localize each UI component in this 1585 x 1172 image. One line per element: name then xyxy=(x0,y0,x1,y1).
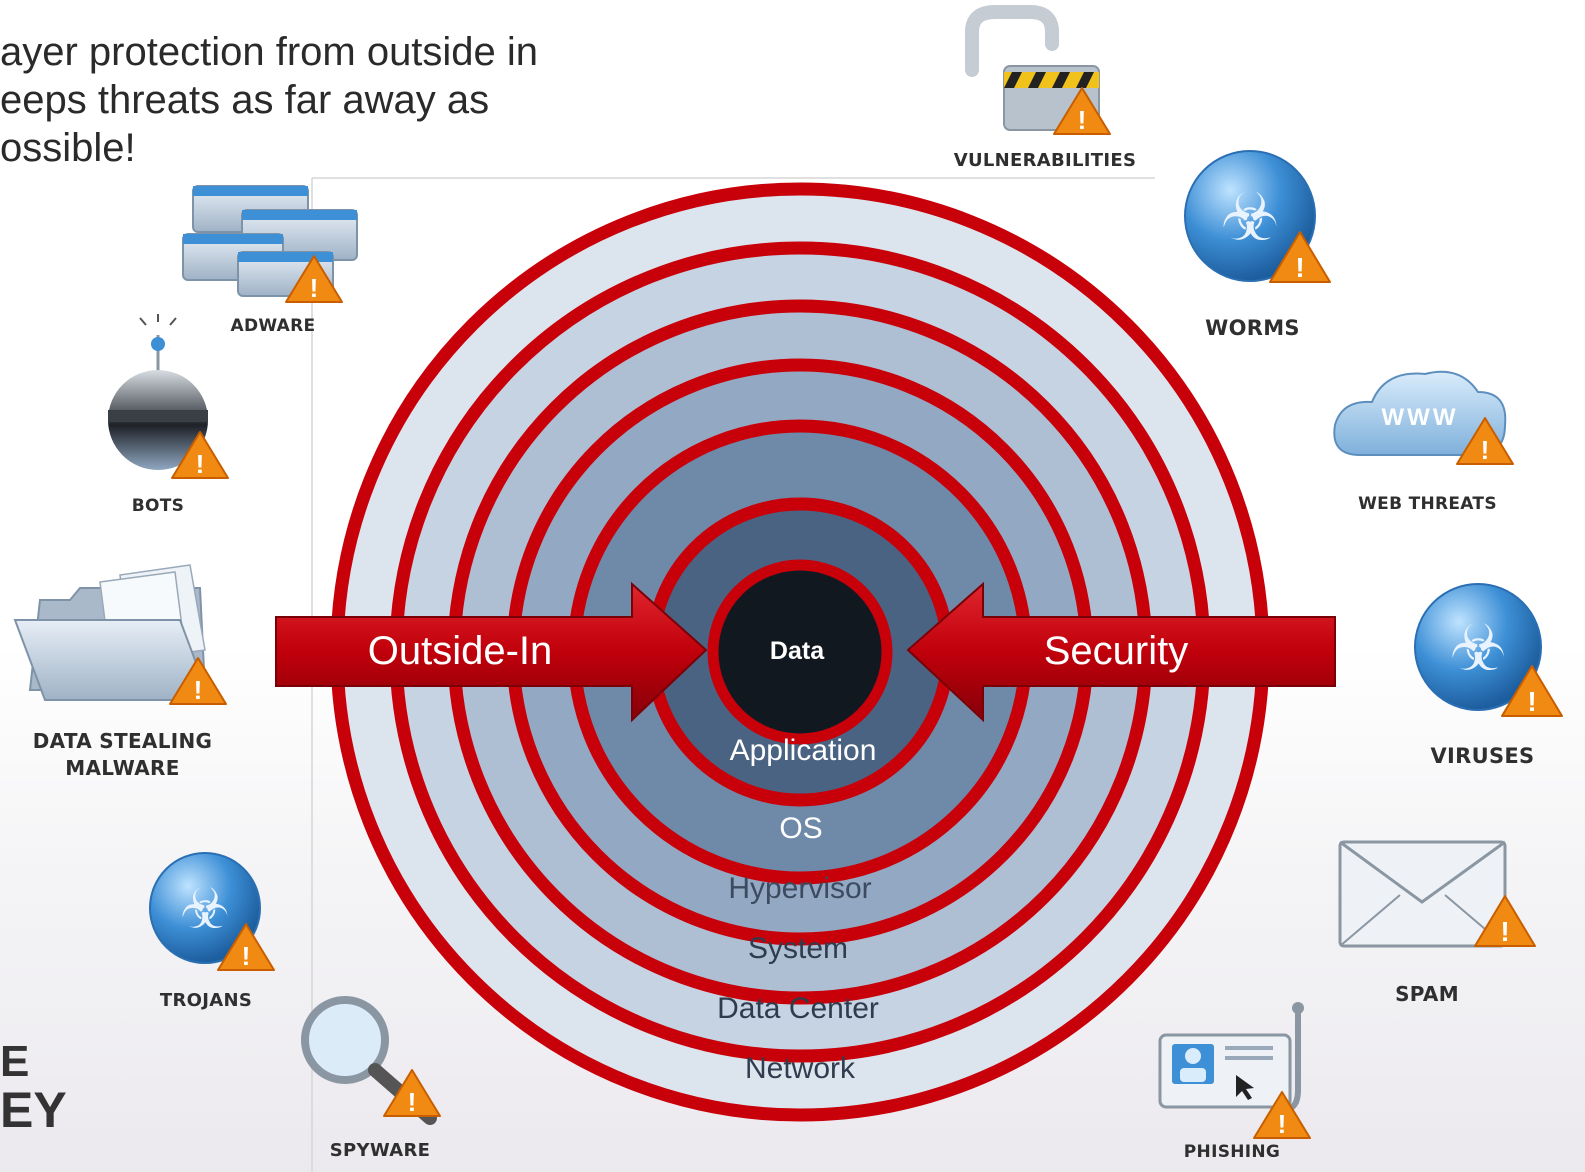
svg-text:☣: ☣ xyxy=(1449,612,1506,684)
data-stealing-warning-icon: ! xyxy=(169,657,227,705)
layer-label-data: Data xyxy=(770,637,825,665)
layer-label-data-center: Data Center xyxy=(717,992,879,1025)
arrow-label-outside-in: Outside-In xyxy=(368,629,553,673)
label-data-stealing-malware: DATA STEALING MALWARE xyxy=(20,728,225,782)
label-phishing: PHISHING xyxy=(1183,1142,1281,1162)
layer-label-system: System xyxy=(748,932,848,965)
label-data-stealing-line-2: MALWARE xyxy=(65,756,180,780)
logo-fragment-1: E xyxy=(0,1037,30,1086)
svg-text:!: ! xyxy=(242,941,251,971)
worms-warning-icon: ! xyxy=(1269,231,1331,283)
svg-text:!: ! xyxy=(1278,1109,1287,1139)
label-spyware: SPYWARE xyxy=(329,1140,431,1161)
layer-label-network: Network xyxy=(745,1052,856,1085)
svg-text:!: ! xyxy=(196,449,205,479)
svg-text:!: ! xyxy=(408,1087,417,1117)
bots-warning-icon: ! xyxy=(171,431,229,479)
viruses-icon: ☣ xyxy=(1414,583,1542,711)
layer-label-os: OS xyxy=(779,812,822,845)
layer-label-application: Application xyxy=(730,734,877,767)
arrow-outside-in: Outside-In xyxy=(275,581,708,723)
label-spam: SPAM xyxy=(1395,982,1459,1006)
svg-text:!: ! xyxy=(310,273,319,303)
svg-text:!: ! xyxy=(1295,252,1304,283)
spam-warning-icon: ! xyxy=(1474,895,1536,947)
svg-text:☣: ☣ xyxy=(1220,180,1279,254)
layer-rings xyxy=(330,182,1270,1122)
spyware-warning-icon: ! xyxy=(383,1069,441,1117)
svg-text:!: ! xyxy=(1078,105,1087,135)
label-trojans: TROJANS xyxy=(159,990,253,1011)
adware-warning-icon: ! xyxy=(285,255,343,303)
phishing-warning-icon: ! xyxy=(1253,1091,1311,1139)
svg-text:!: ! xyxy=(194,675,203,705)
spam-icon xyxy=(1338,840,1507,948)
www-label: WWW xyxy=(1382,404,1459,431)
label-viruses: VIRUSES xyxy=(1430,744,1535,768)
label-adware: ADWARE xyxy=(230,316,316,336)
logo-fragment-2: EY xyxy=(0,1082,67,1138)
adware-icon xyxy=(182,185,358,297)
svg-text:!: ! xyxy=(1481,435,1490,465)
headline: ayer protection from outside in eeps thr… xyxy=(0,28,660,172)
ring-data-core xyxy=(707,559,893,745)
web-threats-warning-icon: ! xyxy=(1456,417,1514,465)
label-bots: BOTS xyxy=(131,496,185,516)
viruses-warning-icon: ! xyxy=(1501,665,1563,717)
data-stealing-malware-icon xyxy=(13,564,212,701)
arrow-label-security: Security xyxy=(1044,629,1189,673)
layer-label-hypervisor: Hypervisor xyxy=(728,872,871,905)
svg-text:!: ! xyxy=(1527,686,1536,717)
label-web-threats: WEB THREATS xyxy=(1358,494,1497,514)
arrow-security: Security xyxy=(906,581,1336,723)
svg-text:!: ! xyxy=(1500,916,1509,947)
label-vulnerabilities: VULNERABILITIES xyxy=(953,150,1137,171)
web-threats-icon: WWW xyxy=(1333,370,1507,456)
label-data-stealing-line-1: DATA STEALING xyxy=(32,729,213,753)
headline-line-3: ossible! xyxy=(0,126,136,170)
label-worms: WORMS xyxy=(1205,316,1300,340)
worms-icon: ☣ xyxy=(1184,150,1316,282)
headline-line-1: ayer protection from outside in xyxy=(0,30,539,74)
svg-text:☣: ☣ xyxy=(180,877,230,940)
vulnerabilities-warning-icon: ! xyxy=(1053,87,1111,135)
bots-icon xyxy=(108,314,208,470)
trojans-icon: ☣ xyxy=(149,852,261,964)
trojans-warning-icon: ! xyxy=(217,923,275,971)
headline-line-2: eeps threats as far away as xyxy=(0,78,490,122)
